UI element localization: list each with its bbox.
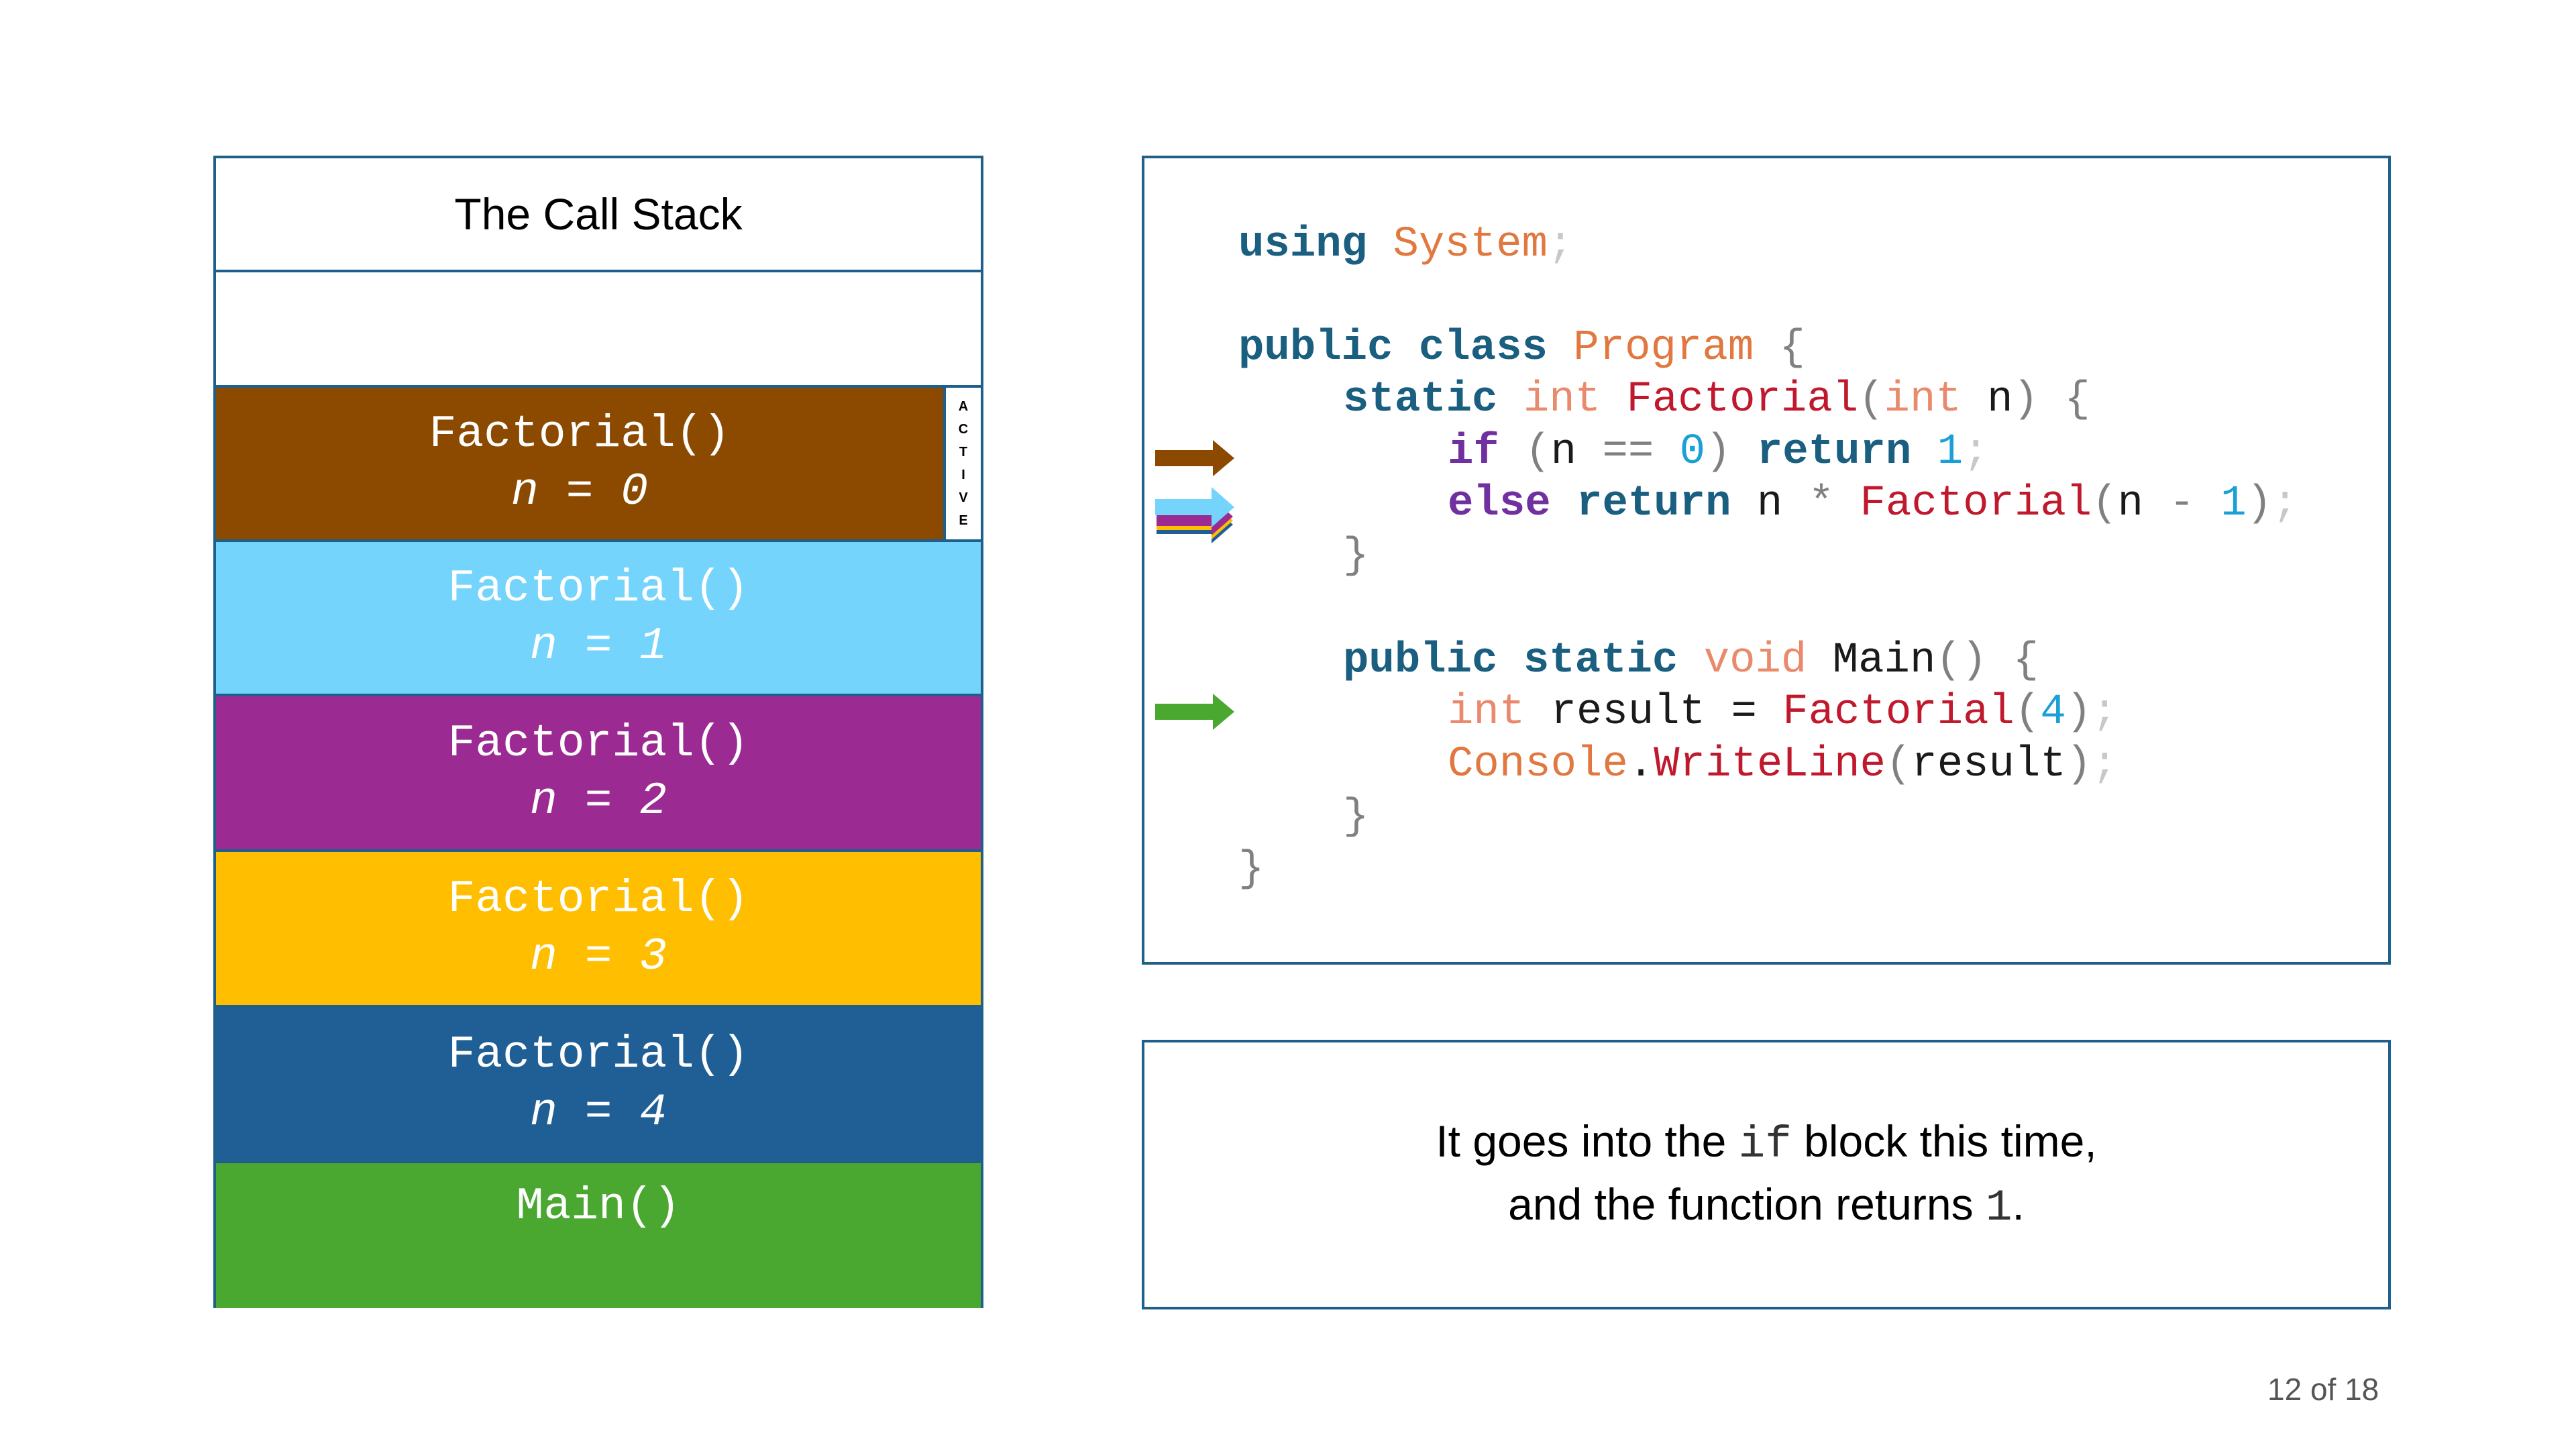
code-line-using: using System;: [1238, 221, 1574, 269]
frame-parameter: n = 1: [529, 621, 667, 672]
active-indicator: A C T I V E: [943, 388, 981, 539]
frame-function-name: Factorial(): [429, 409, 731, 460]
explanation-line-1: It goes into the if block this time,: [1436, 1116, 2097, 1170]
code-line-else: else return n * Factorial(n - 1);: [1448, 480, 2298, 528]
call-stack-title: The Call Stack: [216, 158, 981, 272]
active-letter: E: [959, 513, 968, 528]
frame-parameter: n = 4: [529, 1087, 667, 1138]
active-letter: A: [958, 399, 969, 414]
stack-frame-main: Main(): [216, 1161, 981, 1308]
stack-frame-factorial-n0: Factorial() n = 0 A C T I V E: [216, 385, 981, 539]
active-letter: V: [959, 490, 968, 505]
stack-frame-factorial-n1: Factorial() n = 1: [216, 539, 981, 694]
active-letter: C: [958, 422, 969, 437]
current-line-arrow-icon: [1155, 440, 1234, 476]
frame-function-name: Factorial(): [447, 1029, 749, 1081]
call-stack-panel: The Call Stack Factorial() n = 0 A C T I…: [213, 156, 983, 1308]
explanation-panel: It goes into the if block this time, and…: [1142, 1040, 2391, 1309]
frame-function-name: Factorial(): [447, 718, 749, 769]
code-line-class: public class Program {: [1238, 324, 1805, 372]
code-line-writeline: Console.WriteLine(result);: [1448, 741, 2118, 789]
frame-parameter: n = 3: [529, 931, 667, 983]
code-line-close-factorial: }: [1343, 532, 1369, 580]
code-line-main-signature: public static void Main() {: [1343, 637, 2039, 685]
main-call-arrow-icon: [1155, 694, 1234, 730]
stacked-pending-arrows-icon: [1155, 487, 1234, 543]
active-letter: I: [961, 468, 965, 482]
stack-frame-factorial-n3: Factorial() n = 3: [216, 849, 981, 1005]
page-number: 12 of 18: [2267, 1372, 2379, 1407]
code-line-if: if (n == 0) return 1;: [1448, 428, 1989, 476]
code-line-factorial-signature: static int Factorial(int n) {: [1343, 376, 2090, 424]
code-line-result: int result = Factorial(4);: [1448, 688, 2118, 737]
code-line-close-main: }: [1343, 793, 1369, 841]
explanation-line-2: and the function returns 1.: [1508, 1179, 2025, 1233]
frame-parameter: n = 2: [529, 775, 667, 827]
frame-function-name: Factorial(): [447, 563, 749, 614]
stack-frame-factorial-n2: Factorial() n = 2: [216, 694, 981, 849]
frame-parameter: n = 0: [511, 466, 649, 518]
active-letter: T: [959, 445, 968, 460]
code-panel: using System; public class Program { sta…: [1142, 156, 2391, 965]
stack-frame-factorial-n4: Factorial() n = 4: [216, 1005, 981, 1161]
frame-function-name: Main(): [516, 1181, 681, 1232]
frame-function-name: Factorial(): [447, 873, 749, 925]
code-line-close-class: }: [1238, 845, 1265, 894]
